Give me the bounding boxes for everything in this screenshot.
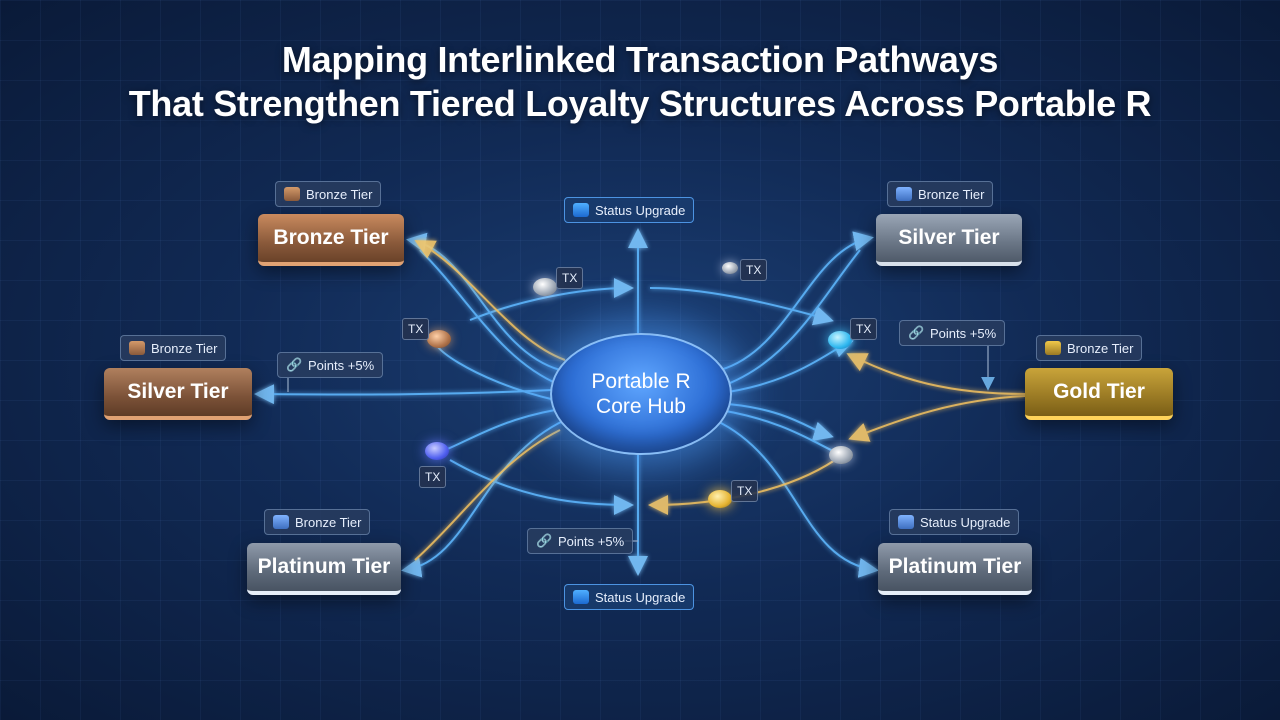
tag-points-left-label: Points +5% [308,357,375,373]
tag-status-top-label: Status Upgrade [595,202,686,218]
link-gold-mid-right-1 [846,353,1026,395]
tx-coin-top-left[interactable] [533,278,557,296]
tag-top-right: Bronze Tier [887,181,994,207]
coin-stack-icon [284,187,300,201]
tx-coin-top-right[interactable] [722,262,738,274]
link-hub-to-bottom-left [401,419,566,578]
link-hub-to-top-right-2 [724,249,861,386]
tx-coin-bottom-right[interactable] [829,446,853,464]
tier-card-top-right[interactable]: Silver Tier [876,214,1022,266]
link-icon: 🔗 [286,357,303,372]
tx-coin-right[interactable] [828,331,852,349]
tx-coin-left[interactable] [427,330,451,348]
link-hub-to-top-left-2 [419,249,561,386]
link-hub-to-mid-right [727,338,854,393]
upgrade-icon [898,515,914,529]
link-icon: 🔗 [908,325,925,340]
link-hub-to-top-right-1 [719,231,874,371]
link-hub-to-mid-right-b [727,403,834,441]
tier-card-bottom-left[interactable]: Platinum Tier [247,543,401,595]
tag-status-bottom-label: Status Upgrade [595,589,686,605]
tx-label-top-right: TX [740,259,768,281]
link-hub-to-bottom-right-b [719,409,836,453]
tag-mid-left: Bronze Tier [120,335,227,361]
coin-stack-icon [896,187,912,201]
link-icon: 🔗 [536,533,553,548]
tier-card-top-left[interactable]: Bronze Tier [258,214,404,266]
link-hub-to-mid-left [254,384,553,405]
title-line-2: That Strengthen Tiered Loyalty Structure… [128,83,1152,124]
link-tx-top-left [469,278,634,321]
tag-bottom-right-label: Status Upgrade [920,514,1011,530]
tag-points-bottom: 🔗 Points +5% [527,528,634,554]
tx-coin-bottom[interactable] [708,490,732,508]
title-line-1: Mapping Interlinked Transaction Pathways [281,39,999,80]
tx-label-bottom: TX [731,480,759,502]
link-gold-bottom-left [414,429,561,561]
hub-line-2: Core Hub [596,395,686,418]
tx-coin-bottom-left[interactable] [425,442,449,460]
tag-top-right-label: Bronze Tier [918,186,985,202]
tag-status-bottom: Status Upgrade [564,584,695,610]
tx-label-left: TX [402,318,430,340]
link-gold-mid-right-2 [848,395,1026,442]
tag-points-right: 🔗 Points +5% [899,320,1006,346]
link-hub-to-top-left-1 [406,232,561,371]
tier-card-bottom-right[interactable]: Platinum Tier [878,543,1032,595]
upgrade-icon [573,203,589,217]
tag-top-left-label: Bronze Tier [306,186,373,202]
tag-mid-left-label: Bronze Tier [151,340,218,356]
link-tx-bottom-left [449,459,634,515]
coin-stack-icon [273,515,289,529]
tag-bottom-left: Bronze Tier [264,509,371,535]
tag-mid-right-label: Bronze Tier [1067,340,1134,356]
coin-stack-icon [129,341,145,355]
tier-card-mid-left[interactable]: Silver Tier [104,368,252,420]
tag-top-left: Bronze Tier [275,181,382,207]
link-hub-to-bottom-right [714,419,879,578]
upgrade-icon [573,590,589,604]
link-gold-top-left [414,240,566,361]
tag-points-left: 🔗 Points +5% [277,352,384,378]
tx-label-top-left: TX [556,267,584,289]
tag-points-right-label: Points +5% [930,325,997,341]
link-hub-to-bottom-left-b [444,409,556,451]
tag-bottom-left-label: Bronze Tier [295,514,362,530]
core-hub[interactable]: Portable R Core Hub [550,333,732,455]
tx-label-bottom-left: TX [419,466,447,488]
tag-points-bottom-label: Points +5% [558,533,625,549]
coin-stack-icon [1045,341,1061,355]
tx-label-right: TX [850,318,878,340]
tag-mid-right: Bronze Tier [1036,335,1143,361]
page-title: Mapping Interlinked Transaction Pathways… [0,38,1280,126]
tag-bottom-right: Status Upgrade [889,509,1020,535]
link-tx-top-right [649,287,834,326]
tag-status-top: Status Upgrade [564,197,695,223]
hub-line-1: Portable R [591,370,691,393]
tier-card-mid-right[interactable]: Gold Tier [1025,368,1173,420]
